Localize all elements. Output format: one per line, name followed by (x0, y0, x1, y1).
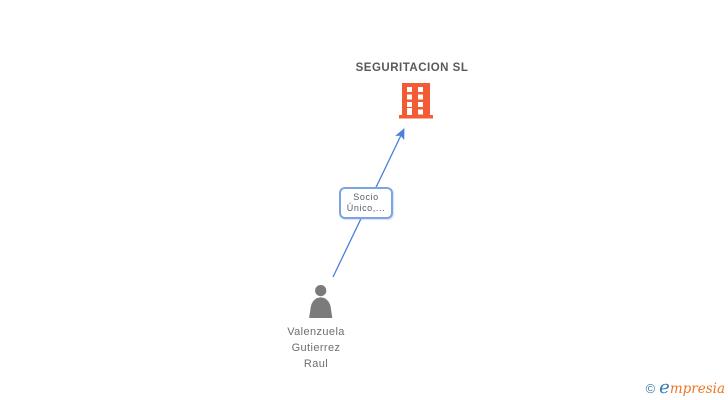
building-icon[interactable] (399, 83, 433, 119)
edge-label-box[interactable]: Socio Único,... (339, 187, 393, 219)
person-name-line-3: Raul (303, 358, 329, 370)
person-name-label[interactable]: Valenzuela Gutierrez Raul (287, 324, 345, 372)
brand-initial-letter: e (659, 377, 670, 398)
company-name-label[interactable]: SEGURITACION SL (355, 62, 469, 74)
person-name-line-2: Gutierrez (291, 342, 341, 354)
brand-logo[interactable]: © e mpresia (646, 377, 725, 398)
copyright-icon: © (645, 381, 656, 396)
brand-name-text: mpresia (669, 381, 725, 397)
person-name-line-1: Valenzuela (287, 326, 345, 338)
person-icon[interactable] (306, 285, 336, 318)
edge-label-line-1: Socio (353, 192, 379, 202)
edge-label-line-2: Único,... (346, 203, 386, 213)
